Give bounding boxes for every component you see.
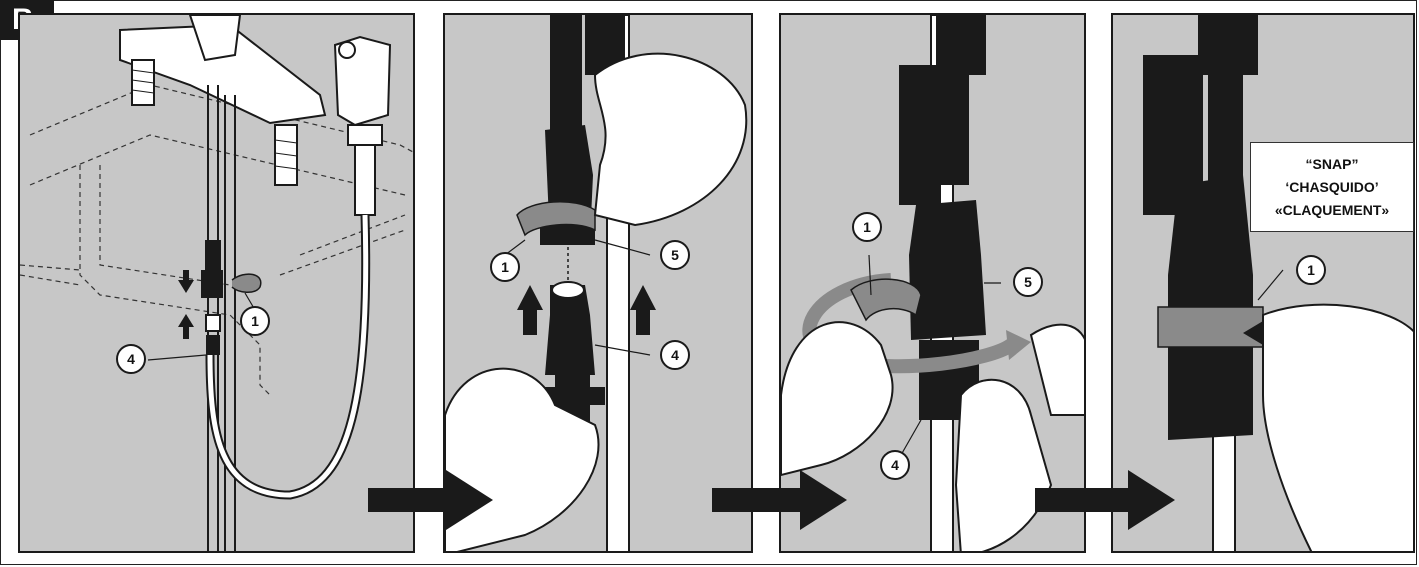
snap-text-spanish: ‘CHASQUIDO’ xyxy=(1285,179,1379,195)
callout-clip: 1 xyxy=(852,212,882,242)
panel-snap-clip xyxy=(1111,13,1415,553)
snap-clip-illustration xyxy=(1143,15,1413,551)
rotate-clip-illustration xyxy=(781,15,1084,551)
callout-clip: 1 xyxy=(1296,255,1326,285)
callout-connector: 4 xyxy=(880,450,910,480)
callout-clip: 1 xyxy=(490,252,520,282)
panel-overview xyxy=(18,13,415,553)
right-arrow-icon xyxy=(712,470,847,530)
callout-connector: 4 xyxy=(660,340,690,370)
sink-overview-illustration xyxy=(20,15,413,551)
callout-housing: 5 xyxy=(1013,267,1043,297)
up-arrow-icon xyxy=(630,285,656,335)
right-arrow-icon xyxy=(368,470,493,530)
snap-text-english: “SNAP” xyxy=(1305,156,1359,172)
panel-align-connector xyxy=(443,13,753,553)
snap-text-french: «CLAQUEMENT» xyxy=(1274,202,1390,218)
right-arrow-icon xyxy=(1035,470,1175,530)
up-arrow-icon xyxy=(178,314,194,339)
align-connector-illustration xyxy=(445,15,748,551)
panel-rotate-clip xyxy=(779,13,1086,553)
up-arrow-icon xyxy=(517,285,543,335)
callout-connector: 4 xyxy=(116,344,146,374)
snap-callout-box: “SNAP” ‘CHASQUIDO’ «CLAQUEMENT» xyxy=(1250,142,1414,232)
callout-clip: 1 xyxy=(240,306,270,336)
down-arrow-icon xyxy=(178,270,194,293)
callout-housing: 5 xyxy=(660,240,690,270)
